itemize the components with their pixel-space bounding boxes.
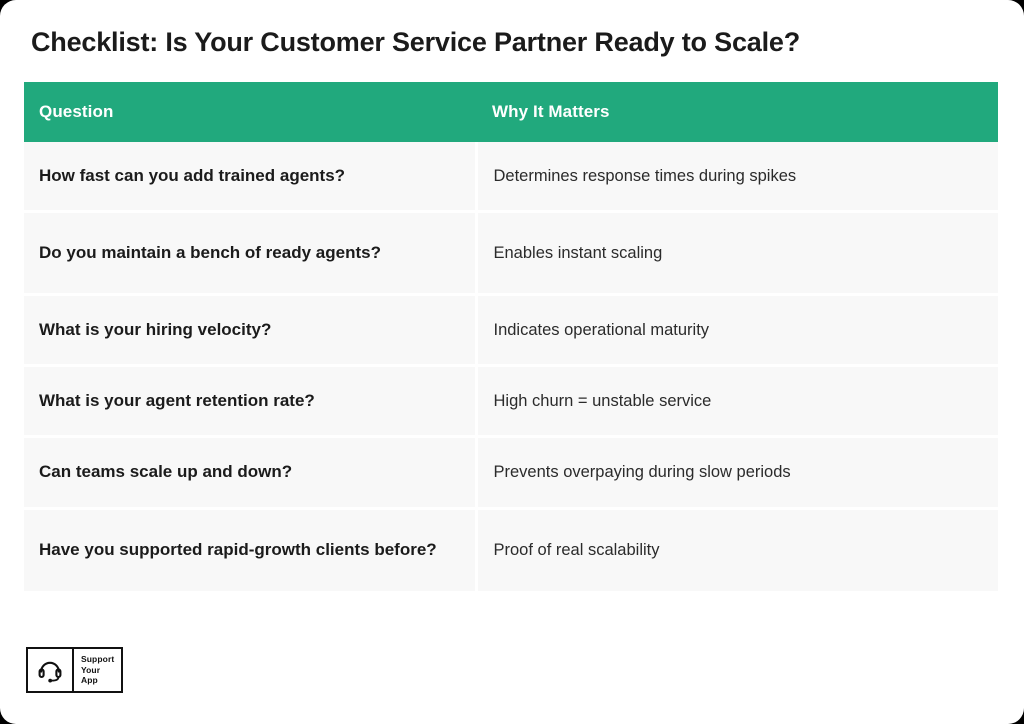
logo-line-2: Your (81, 664, 101, 675)
cell-question: Do you maintain a bench of ready agents? (24, 211, 478, 297)
table-row: What is your agent retention rate? High … (24, 365, 998, 439)
cell-why-it-matters: Proof of real scalability (476, 508, 998, 591)
cell-question: What is your agent retention rate? (24, 365, 478, 439)
table-row: How fast can you add trained agents? Det… (24, 142, 998, 214)
table-row: Do you maintain a bench of ready agents?… (24, 211, 998, 297)
cell-why-it-matters: Indicates operational maturity (476, 294, 998, 368)
cell-why-it-matters: Enables instant scaling (476, 211, 998, 297)
cell-why-it-matters: High churn = unstable service (476, 365, 998, 439)
cell-question: What is your hiring velocity? (24, 294, 478, 368)
column-header-why-it-matters: Why It Matters (476, 82, 998, 142)
cell-question: Have you supported rapid-growth clients … (24, 508, 478, 591)
cell-question: How fast can you add trained agents? (24, 142, 478, 214)
table-header-row: Question Why It Matters (24, 82, 998, 142)
cell-why-it-matters: Determines response times during spikes (476, 142, 998, 214)
logo-wordmark: Support Your App (74, 649, 121, 691)
table-row: What is your hiring velocity? Indicates … (24, 294, 998, 368)
brand-logo: Support Your App (26, 647, 124, 693)
headset-icon (28, 649, 74, 691)
column-header-question: Question (24, 82, 476, 142)
logo-line-1: Support (81, 653, 115, 664)
table-row: Can teams scale up and down? Prevents ov… (24, 436, 998, 510)
logo-line-3: App (81, 675, 98, 686)
cell-question: Can teams scale up and down? (24, 436, 478, 510)
table-row: Have you supported rapid-growth clients … (24, 508, 998, 591)
cell-why-it-matters: Prevents overpaying during slow periods (476, 436, 998, 510)
checklist-table: Question Why It Matters How fast can you… (24, 82, 998, 591)
page-title: Checklist: Is Your Customer Service Part… (31, 27, 800, 57)
